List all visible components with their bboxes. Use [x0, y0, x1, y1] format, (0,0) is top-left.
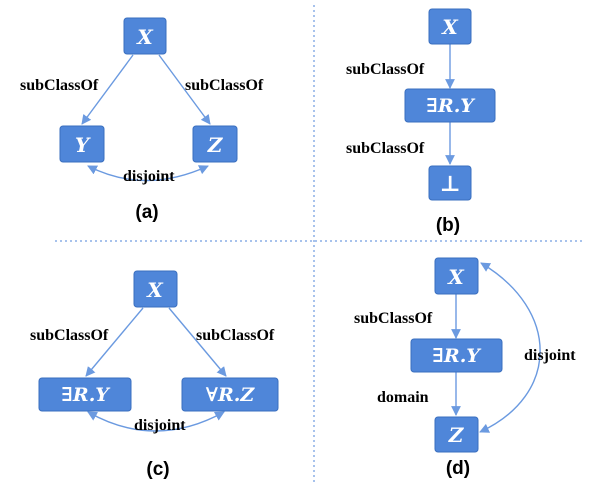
node-a-x — [123, 17, 167, 55]
node-a-x-label: X — [135, 25, 154, 49]
node-c-x-label: X — [145, 278, 164, 302]
node-b-x — [428, 8, 472, 45]
edge-a-x-y-label: subClassOf — [20, 77, 99, 94]
node-b-ry-label: ∃R.Y — [426, 95, 476, 117]
node-d-z — [434, 416, 479, 453]
edge-b-x-ry-label: subClassOf — [346, 61, 425, 78]
node-c-rz — [181, 377, 279, 412]
node-c-rz-label: ∀R.Z — [206, 384, 256, 406]
edge-a-x-z — [158, 54, 211, 125]
edge-a-x-z-label: subClassOf — [185, 77, 264, 94]
edge-c-x-rz-label: subClassOf — [196, 327, 275, 344]
edge-a-x-y — [81, 54, 134, 125]
node-a-z — [192, 125, 238, 163]
edge-c-ry-rz-label: disjoint — [134, 417, 186, 434]
node-d-z-label: Z — [448, 423, 465, 447]
node-d-x-label: X — [446, 265, 465, 289]
node-c-ry-label: ∃R.Y — [61, 384, 111, 406]
node-b-bottom-label: ⊥ — [439, 171, 460, 197]
node-d-ry — [410, 338, 503, 373]
panel-a-caption: (a) — [135, 202, 158, 223]
node-c-ry — [38, 377, 132, 412]
node-d-ry-label: ∃R.Y — [432, 345, 482, 367]
edge-a-y-z-label: disjoint — [123, 168, 175, 185]
node-d-x — [434, 257, 479, 295]
edge-c-x-rz — [168, 307, 227, 377]
edge-b-ry-bottom-label: subClassOf — [346, 140, 425, 157]
node-b-bottom — [428, 165, 472, 201]
node-b-ry — [404, 88, 496, 123]
panel-c-caption: (c) — [146, 459, 169, 480]
panel-b: X ∃R.Y ⊥ subClassOf subClassOf (b) — [346, 8, 496, 236]
panel-d: X ∃R.Y Z subClassOf domain disjoint (d) — [354, 257, 576, 479]
node-a-y-label: Y — [75, 133, 91, 157]
node-c-x — [133, 270, 178, 308]
node-a-y — [59, 125, 105, 163]
edge-d-z-x — [479, 262, 541, 433]
edge-c-x-ry — [85, 307, 144, 377]
edge-d-x-ry-label: subClassOf — [354, 310, 433, 327]
edge-d-z-x-label: disjoint — [524, 347, 576, 364]
edge-c-x-ry-label: subClassOf — [30, 327, 109, 344]
node-a-z-label: Z — [207, 133, 224, 157]
edge-d-ry-z-label: domain — [377, 389, 429, 406]
panel-b-caption: (b) — [436, 215, 460, 236]
edge-a-y-z — [87, 165, 209, 182]
node-b-x-label: X — [440, 15, 459, 39]
panel-c: X ∃R.Y ∀R.Z subClassOf subClassOf disjoi… — [30, 270, 279, 480]
panel-a: X Y Z subClassOf subClassOf disjoint (a) — [20, 17, 264, 223]
edge-c-ry-rz — [87, 411, 225, 432]
panel-d-caption: (d) — [446, 458, 470, 479]
